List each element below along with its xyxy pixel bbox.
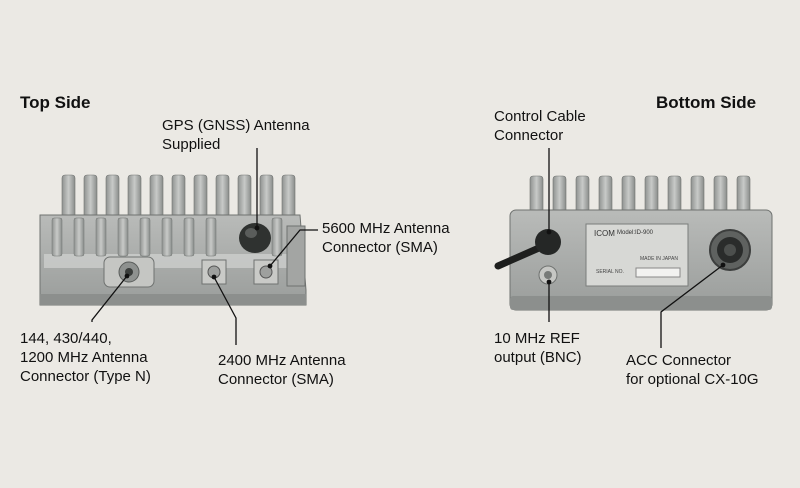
gps-line-2: Supplied xyxy=(162,136,221,153)
ant-2400-line-1: 2400 MHz Antenna xyxy=(218,352,346,369)
nameplate-model: Model:ID-900 xyxy=(617,230,654,236)
top-side-title: Top Side xyxy=(20,93,91,112)
ant-5600-line-1: 5600 MHz Antenna xyxy=(322,220,450,237)
leader-5600 xyxy=(269,229,318,267)
acc-line-1: ACC Connector xyxy=(626,352,732,369)
gps-antenna-label: GPS (GNSS) Antenna Supplied xyxy=(162,116,310,154)
ant-2400-line-2: Connector (SMA) xyxy=(218,371,334,388)
nameplate-serial-label: SERIAL NO. xyxy=(596,269,624,275)
leader-acc xyxy=(660,264,724,348)
ant-5600-label: 5600 MHz Antenna Connector (SMA) xyxy=(322,219,450,257)
ant-144-line-1: 144, 430/440, xyxy=(20,330,112,347)
gps-line-1: GPS (GNSS) Antenna xyxy=(162,117,310,134)
ctrl-line-2: Connector xyxy=(494,127,564,144)
nameplate-made-in: MADE IN JAPAN xyxy=(640,256,678,262)
ref-line-1: 10 MHz REF xyxy=(494,330,580,347)
leader-lines xyxy=(91,148,724,348)
ant-144-line-3: Connector (Type N) xyxy=(20,368,151,385)
acc-connector-label: ACC Connector for optional CX-10G xyxy=(626,351,759,389)
nameplate-brand: ICOM xyxy=(594,229,615,238)
leader-dots xyxy=(124,225,726,285)
bottom-side-device xyxy=(494,175,773,311)
ref-output-label: 10 MHz REF output (BNC) xyxy=(494,329,582,367)
top-side-device xyxy=(39,174,307,306)
control-cable-label: Control Cable Connector xyxy=(494,107,586,145)
ant-144-label: 144, 430/440, 1200 MHz Antenna Connector… xyxy=(20,329,151,386)
ant-2400-label: 2400 MHz Antenna Connector (SMA) xyxy=(218,351,346,389)
ref-line-2: output (BNC) xyxy=(494,349,582,366)
ant-5600-line-2: Connector (SMA) xyxy=(322,239,438,256)
acc-line-2: for optional CX-10G xyxy=(626,371,759,388)
leader-144 xyxy=(91,275,128,322)
bottom-side-title: Bottom Side xyxy=(656,93,757,112)
ant-144-line-2: 1200 MHz Antenna xyxy=(20,349,148,366)
leader-2400 xyxy=(213,276,237,345)
ctrl-line-1: Control Cable xyxy=(494,108,586,125)
